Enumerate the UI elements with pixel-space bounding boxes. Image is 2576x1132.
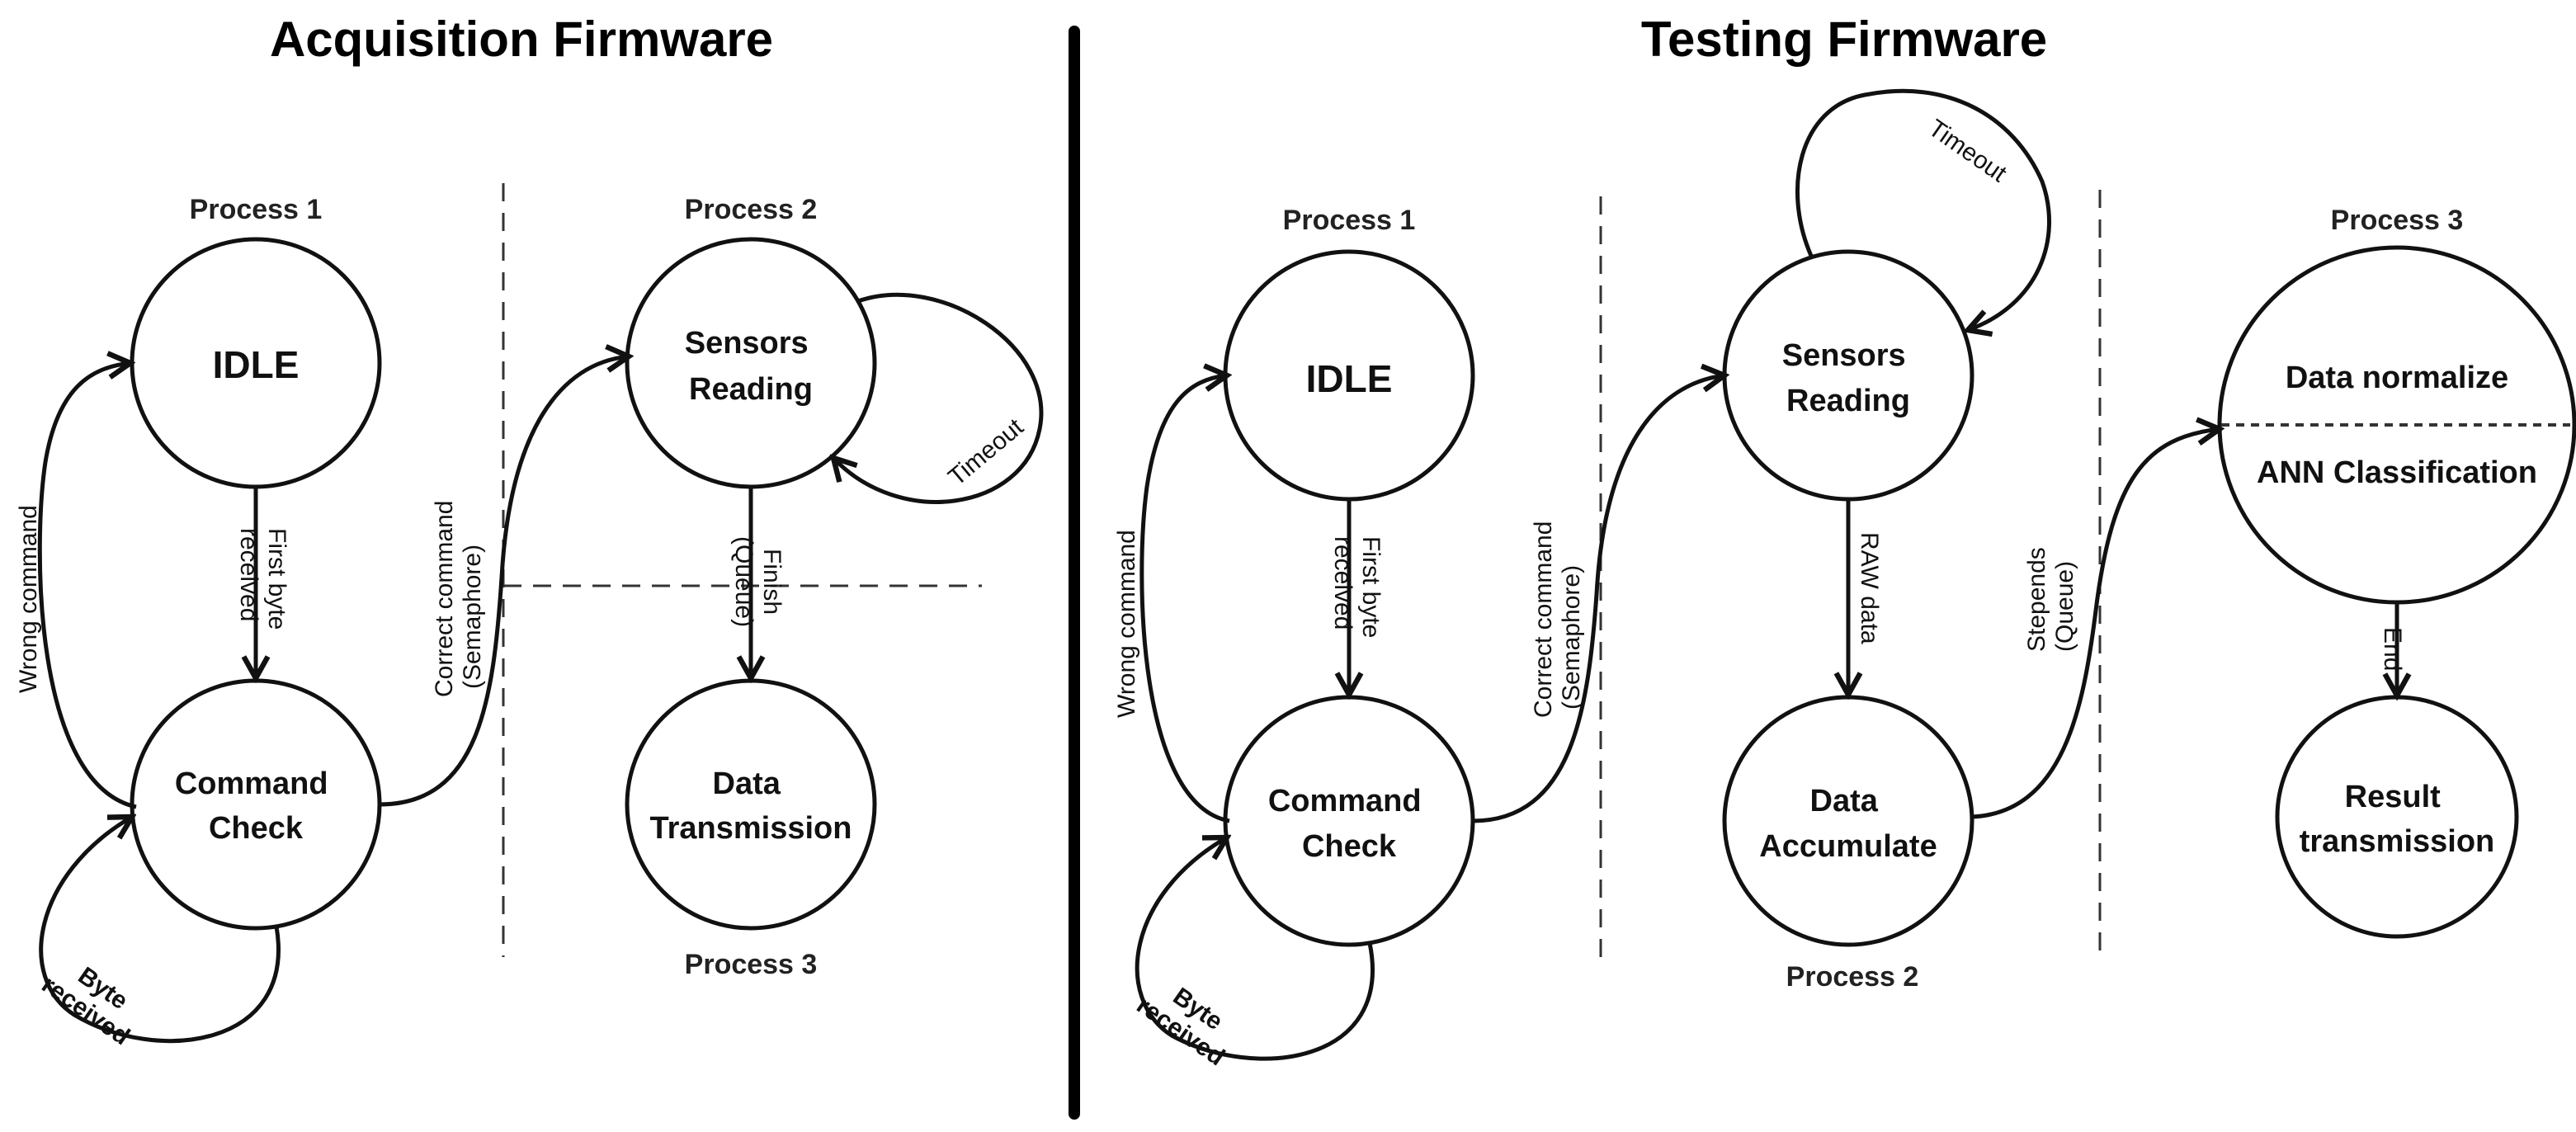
- test-data-accumulate-label: Data Accumulate: [1759, 784, 1937, 864]
- test-correct-command-label: Correct command (Semaphore): [1530, 514, 1585, 718]
- test-stepends-label: Stepends (Queue): [2023, 540, 2078, 652]
- test-process2-label: Process 2: [1786, 961, 1919, 993]
- test-arrow-stepends: [1971, 429, 2220, 819]
- acquisition-title: Acquisition Firmware: [270, 12, 773, 67]
- acq-first-byte-label: First byte received: [235, 528, 290, 637]
- acq-finish-queue-label: Finish (Queue): [730, 536, 786, 627]
- acq-arrow-wrong-command: [37, 363, 137, 809]
- acq-process1-label: Process 1: [190, 194, 323, 225]
- test-arrow-correct-command: [1472, 375, 1724, 823]
- acq-arrow-correct-command: [379, 356, 629, 807]
- test-arrow-timeout-loop: [1795, 88, 2051, 330]
- test-raw-data-label: RAW data: [1856, 532, 1883, 644]
- testing-title: Testing Firmware: [1641, 12, 2047, 67]
- acq-wrong-command-label: Wrong command: [15, 505, 42, 693]
- test-result-transmission-label: Result transmission: [2300, 780, 2495, 859]
- acq-command-check-state: [130, 678, 382, 931]
- acq-arrow-byte-received-loop: [39, 817, 281, 1044]
- test-sensors-reading-label: Sensors Reading: [1782, 338, 1915, 418]
- acq-sensors-reading-state: [625, 237, 877, 489]
- test-sensors-reading-state: [1722, 249, 1974, 502]
- test-ann-classification-label: ANN Classification: [2257, 455, 2537, 490]
- test-process3-label: Process 3: [2331, 205, 2464, 236]
- acq-timeout-label: Timeout: [943, 413, 1029, 492]
- acq-process2-label: Process 2: [685, 194, 818, 225]
- acq-idle-label: IDLE: [213, 343, 300, 386]
- acq-arrow-timeout-loop: [833, 292, 1044, 504]
- acq-data-transmission-state: [625, 678, 877, 931]
- test-data-accumulate-state: [1722, 695, 1974, 947]
- test-command-check-label: Command Check: [1268, 784, 1430, 864]
- test-process1-label: Process 1: [1283, 205, 1416, 236]
- test-end-label: End: [2379, 627, 2406, 671]
- test-wrong-command-label: Wrong command: [1113, 530, 1140, 718]
- test-arrow-byte-received-loop: [1135, 837, 1375, 1061]
- test-data-normalize-label: Data normalize: [2286, 361, 2508, 395]
- acq-command-check-label: Command Check: [175, 766, 337, 846]
- test-idle-label: IDLE: [1306, 357, 1393, 400]
- acq-correct-command-label: Correct command (Semaphore): [431, 493, 486, 697]
- test-command-check-state: [1223, 695, 1475, 947]
- test-first-byte-label: First byte received: [1329, 536, 1385, 645]
- acq-sensors-reading-label: Sensors Reading: [685, 326, 818, 407]
- acq-data-transmission-label: Data Transmission: [650, 766, 852, 846]
- acq-process3-label: Process 3: [685, 949, 818, 980]
- test-arrow-wrong-command: [1139, 375, 1229, 823]
- test-result-transmission-state: [2275, 695, 2519, 939]
